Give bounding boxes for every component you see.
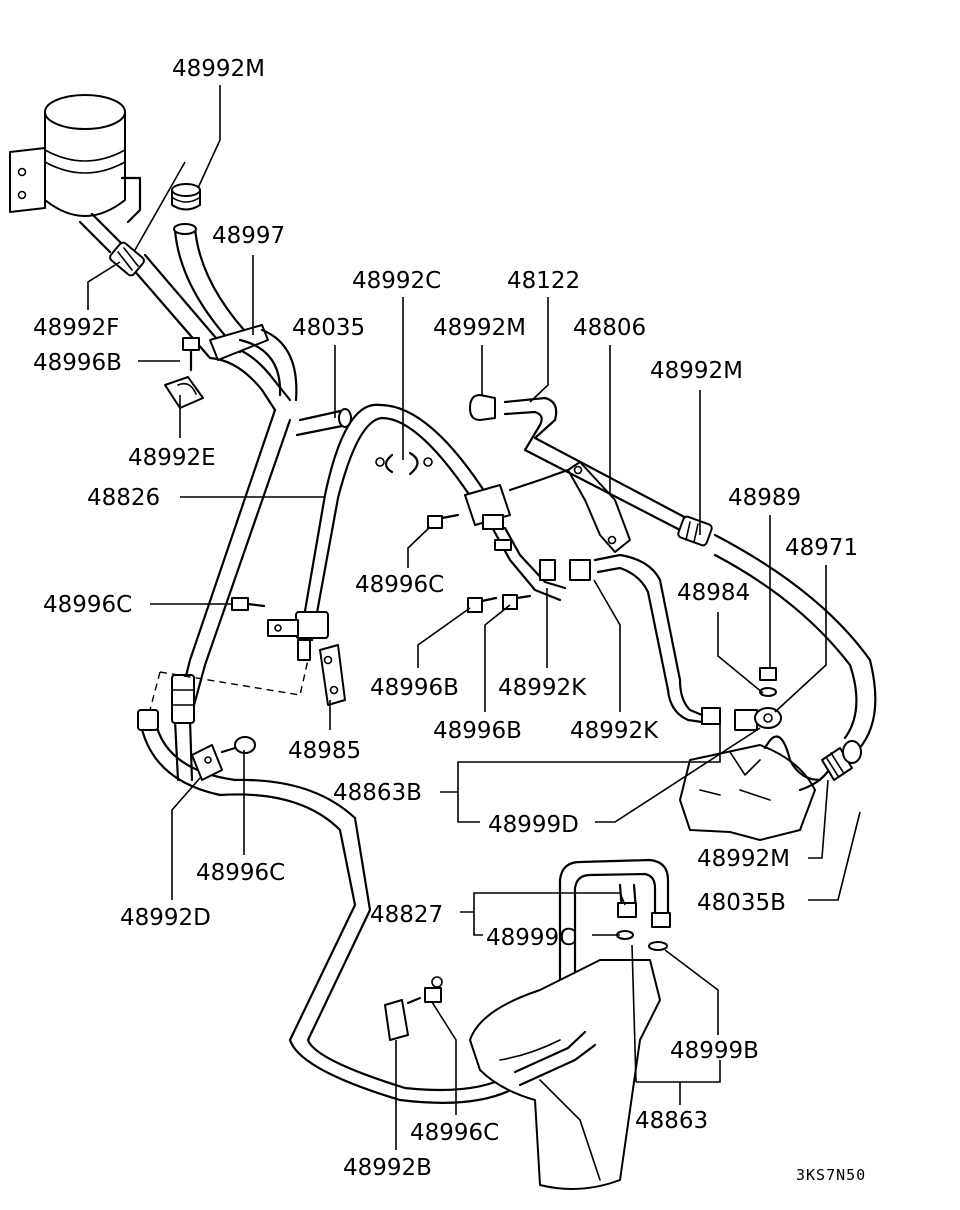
label-48996c-left[interactable]: 48996C	[43, 592, 132, 618]
label-48996b-low[interactable]: 48996B	[433, 718, 522, 744]
label-48992e[interactable]: 48992E	[128, 445, 216, 471]
bolt-48996c-a[interactable]	[231, 597, 266, 611]
label-48996c-mid[interactable]: 48996C	[355, 572, 444, 598]
label-48996b-left[interactable]: 48996B	[33, 350, 122, 376]
label-48971[interactable]: 48971	[785, 535, 858, 561]
gear-lines-lower	[513, 1030, 597, 1087]
pressure-hose-48826	[267, 403, 492, 661]
label-48826[interactable]: 48826	[87, 485, 160, 511]
label-48997[interactable]: 48997	[212, 223, 285, 249]
label-48996c-bottom[interactable]: 48996C	[410, 1120, 499, 1146]
gear-tube-48827	[558, 858, 671, 1032]
dashed-reference-2	[149, 671, 161, 711]
reservoir-tank[interactable]	[9, 94, 142, 254]
steering-gear-housing[interactable]	[469, 959, 661, 1190]
label-48122[interactable]: 48122	[507, 268, 580, 294]
label-48992k-right[interactable]: 48992K	[570, 718, 659, 744]
clamp-48992b[interactable]	[384, 999, 409, 1041]
label-48989[interactable]: 48989	[728, 485, 801, 511]
bolt-48996c-c[interactable]	[220, 736, 256, 754]
label-48999b[interactable]: 48999B	[670, 1038, 759, 1064]
label-48035b[interactable]: 48035B	[697, 890, 786, 916]
bolt-48996b-a[interactable]	[467, 596, 498, 613]
label-48992b[interactable]: 48992B	[343, 1155, 432, 1181]
label-48035[interactable]: 48035	[292, 315, 365, 341]
clamp-48992e[interactable]	[164, 376, 204, 409]
label-48992m-low[interactable]: 48992M	[697, 846, 790, 872]
label-48992c[interactable]: 48992C	[352, 268, 441, 294]
label-48984[interactable]: 48984	[677, 580, 750, 606]
bolt-48996b-b[interactable]	[502, 594, 532, 610]
diagram-code: 3KS7N50	[796, 1166, 866, 1184]
label-48992m-mid[interactable]: 48992M	[433, 315, 526, 341]
tank-hoses	[109, 183, 352, 437]
label-48827[interactable]: 48827	[370, 902, 443, 928]
leader-lines	[87, 85, 861, 1150]
label-48999c[interactable]: 48999C	[486, 925, 575, 951]
clamp-48992d[interactable]	[191, 744, 223, 781]
bolt-48996c-b[interactable]	[427, 513, 460, 529]
label-48996b-mid[interactable]: 48996B	[370, 675, 459, 701]
label-48992m-top[interactable]: 48992M	[172, 56, 265, 82]
label-48992k-left[interactable]: 48992K	[498, 675, 587, 701]
bracket-48985[interactable]	[319, 644, 346, 706]
bolt-48996c-d[interactable]	[406, 976, 443, 1005]
clamp-48996b[interactable]	[182, 337, 200, 372]
steering-pump[interactable]	[679, 735, 862, 841]
label-48992d[interactable]: 48992D	[120, 905, 211, 931]
union-fitting[interactable]	[464, 484, 591, 602]
label-48863[interactable]: 48863	[635, 1108, 708, 1134]
part-labels: 48992M 48997 48992F 48996B 48992E 48035 …	[33, 56, 866, 1184]
label-48985[interactable]: 48985	[288, 738, 361, 764]
label-48863b[interactable]: 48863B	[333, 780, 422, 806]
clip-48992c[interactable]	[375, 451, 433, 476]
bracket-48806[interactable]	[508, 461, 631, 553]
label-48806[interactable]: 48806	[573, 315, 646, 341]
return-hose-48122	[469, 394, 877, 752]
pump-fitting[interactable]	[593, 553, 782, 731]
label-48992m-right[interactable]: 48992M	[650, 358, 743, 384]
label-48996c-lower[interactable]: 48996C	[196, 860, 285, 886]
label-48999d[interactable]: 48999D	[488, 812, 579, 838]
label-48992f[interactable]: 48992F	[33, 315, 119, 341]
